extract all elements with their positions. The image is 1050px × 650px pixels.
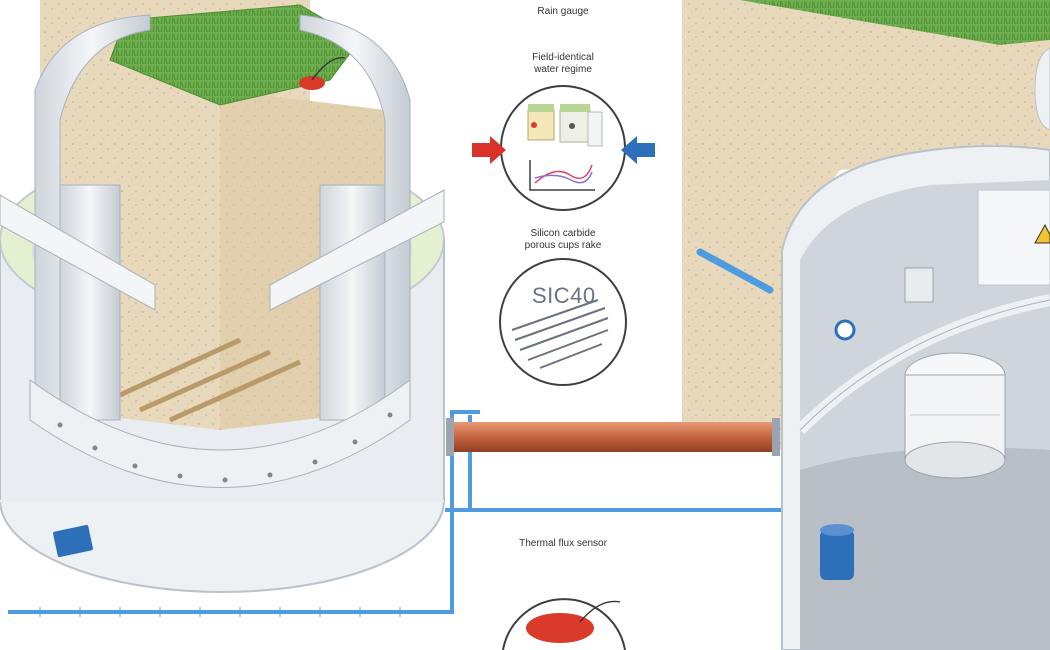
warning-icon	[1034, 223, 1050, 244]
connection-pipe	[450, 422, 780, 452]
sump-pump	[820, 524, 854, 580]
rain-gauge-label: Rain gauge	[537, 6, 589, 17]
surface-sensor	[299, 76, 325, 90]
lysimeter-vessel	[0, 4, 445, 593]
cable-ticks	[39, 607, 401, 617]
data-logger-box	[904, 267, 934, 303]
drainage-slats	[118, 337, 302, 423]
inflow-arrow-red-icon	[472, 136, 506, 164]
grass-surface	[109, 4, 361, 106]
water-regime-label: Field-identical water regime	[532, 52, 594, 75]
inflow-arrow-blue-icon	[621, 136, 655, 164]
grass-top-right	[740, 0, 1050, 45]
sic40-rake-icon	[499, 258, 627, 386]
instrument-chamber	[696, 47, 1050, 650]
thermal-flux-sensor-icon	[502, 598, 626, 650]
thermal-flux-label: Thermal flux sensor	[519, 538, 607, 549]
soil-background-right	[682, 0, 1050, 450]
silicon-carbide-label: Silicon carbide porous cups rake	[524, 228, 602, 251]
cylinder-wall-left	[34, 14, 151, 431]
sic40-label: SIC40	[532, 283, 596, 308]
water-regime-icon	[500, 85, 626, 211]
pressure-gauge-icon	[834, 319, 856, 341]
weighing-tank	[904, 352, 1006, 479]
identification-plate	[53, 524, 93, 558]
